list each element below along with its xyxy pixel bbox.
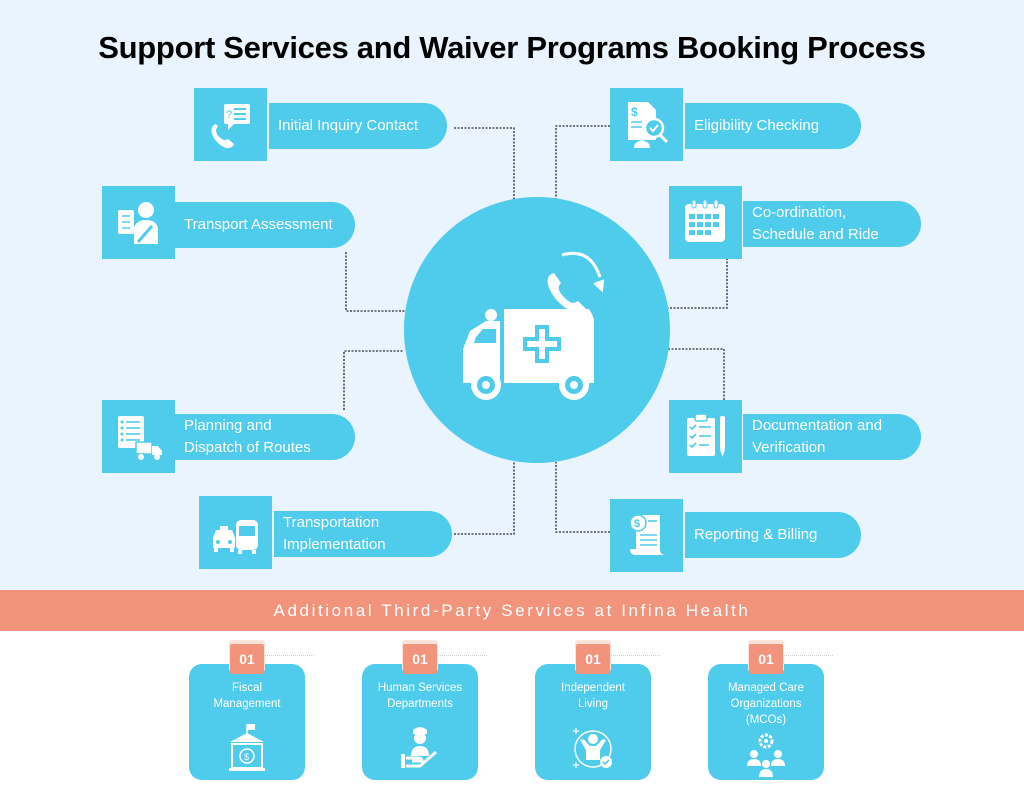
step-label-line-1: Planning and (184, 417, 272, 434)
service-title-line-2: Organizations (730, 698, 802, 710)
service-badge: 01 (576, 644, 610, 674)
hand-person-icon (401, 727, 437, 768)
person-arms-up-check-icon (573, 728, 612, 768)
step-label-line-1: Co-ordination, (752, 204, 847, 221)
service-title-line-2: Management (213, 698, 281, 710)
step-label-pill: Transportation Implementation (274, 511, 452, 557)
service-title-line-1: Fiscal (231, 682, 263, 694)
service-title-line-1: Independent (561, 682, 625, 694)
svg-text:?: ? (226, 109, 232, 121)
connector-planning (343, 350, 404, 410)
step-label-pill: Eligibility Checking (685, 103, 861, 149)
service-card-managed-care: Managed Care Organizations (MCOs) (708, 664, 824, 780)
service-badge: 01 (749, 644, 783, 674)
step-label-line-1: Documentation and (752, 417, 883, 434)
step-label: Reporting & Billing (694, 526, 818, 543)
step-label: Eligibility Checking (694, 117, 820, 134)
connector-reporting (555, 462, 610, 533)
page-title: Support Services and Waiver Programs Boo… (98, 30, 926, 65)
service-title-line-3: (MCOs) (745, 714, 787, 726)
step-label-pill: Co-ordination, Schedule and Ride (743, 201, 921, 247)
ambulance-phone-icon (463, 251, 605, 400)
bill-receipt-icon: $ (629, 514, 666, 555)
checklist-delivery-truck-icon (118, 416, 162, 460)
step-label-line-2: Schedule and Ride (752, 226, 879, 243)
svg-text:$: $ (634, 518, 640, 530)
badge-divider (783, 655, 833, 656)
clipboard-pen-icon (687, 413, 725, 457)
step-label-pill: Planning and Dispatch of Routes (175, 414, 355, 460)
step-label-line-2: Verification (752, 439, 826, 456)
service-title-line-1: Managed Care (727, 682, 805, 694)
taxi-bus-icon (213, 520, 258, 554)
step-label-pill: Reporting & Billing (685, 512, 861, 558)
service-title-line-2: Departments (387, 698, 453, 710)
service-card-fiscal-management: Fiscal Management $ (189, 664, 305, 780)
assessment-clipboard-person-icon (118, 202, 158, 244)
connector-transport-assessment (345, 252, 406, 312)
step-label-line-2: Implementation (283, 536, 386, 553)
service-badge: 01 (403, 644, 437, 674)
step-label-line-2: Dispatch of Routes (184, 439, 311, 456)
connector-coordination (667, 258, 728, 309)
third-party-services-banner: Additional Third-Party Services at Infin… (0, 590, 1024, 631)
service-title-line-1: Human Services (377, 682, 463, 694)
hub-circle (404, 197, 670, 463)
badge-divider (437, 655, 487, 656)
step-label: Initial Inquiry Contact (278, 117, 419, 134)
connector-eligibility (555, 125, 610, 200)
calendar-icon (685, 199, 725, 242)
step-label-pill: Initial Inquiry Contact (269, 103, 447, 149)
bank-dollar-icon: $ (229, 724, 265, 771)
connector-initial-inquiry (454, 127, 515, 200)
service-card-independent-living: Independent Living (535, 664, 651, 780)
phone-chat-icon: ? (211, 104, 250, 149)
people-gear-icon (747, 733, 785, 777)
step-label: Transport Assessment (184, 216, 333, 233)
service-card-human-services: Human Services Departments (362, 664, 478, 780)
service-title-line-2: Living (577, 698, 609, 710)
connector-lines (343, 125, 728, 535)
step-label-line-1: Transportation (283, 514, 380, 531)
step-label-pill: Transport Assessment (175, 202, 355, 248)
svg-text:$: $ (631, 105, 638, 119)
connector-documentation (668, 348, 725, 400)
badge-divider (264, 655, 314, 656)
step-label-pill: Documentation and Verification (743, 414, 921, 460)
svg-text:$: $ (244, 752, 249, 762)
document-search-check-icon: $ (628, 102, 669, 148)
service-badge: 01 (230, 644, 264, 674)
connector-transportation (454, 462, 515, 535)
badge-divider (610, 655, 660, 656)
